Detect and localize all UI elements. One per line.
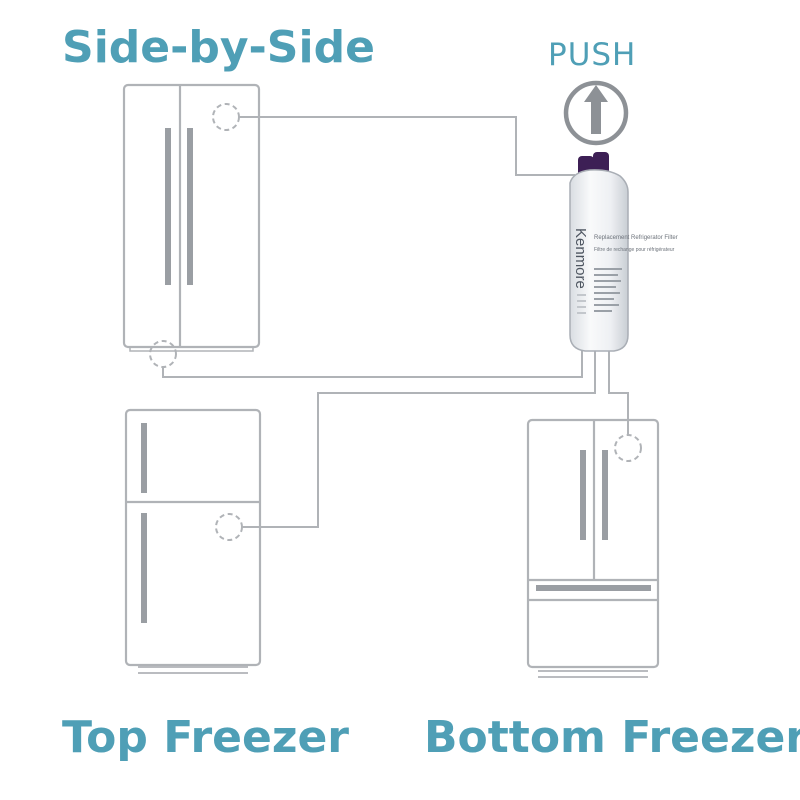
freezer-door-handle bbox=[165, 128, 171, 285]
filter-text-en: Replacement Refrigerator Filter bbox=[594, 235, 678, 241]
top-freezer-fridge bbox=[124, 408, 262, 674]
side-by-side-fridge bbox=[122, 83, 261, 368]
arrow-up-circle-icon bbox=[563, 80, 629, 146]
side-by-side-title: Side-by-Side bbox=[62, 22, 375, 73]
fridge-door-handle bbox=[602, 450, 608, 540]
fridge-door-handle bbox=[580, 450, 586, 540]
fridge-door-handle bbox=[187, 128, 193, 285]
connector-lines bbox=[162, 116, 629, 528]
filter-brand: Kenmore bbox=[572, 228, 589, 289]
filter-text-fr: Filtre de rechange pour réfrigérateur bbox=[594, 247, 675, 253]
bottom-freezer-fridge bbox=[526, 418, 660, 678]
freezer-drawer-handle bbox=[536, 585, 651, 591]
filter-location-marker bbox=[614, 434, 642, 462]
water-filter-cartridge: Kenmore Replacement Refrigerator Filter … bbox=[569, 152, 678, 352]
filter-location-marker bbox=[212, 103, 240, 131]
top-freezer-title: Top Freezer bbox=[62, 712, 349, 763]
push-label: PUSH bbox=[548, 37, 637, 73]
fridge-door-handle bbox=[141, 513, 147, 623]
filter-location-marker bbox=[215, 513, 243, 541]
filter-location-marker bbox=[149, 340, 177, 368]
bottom-freezer-title: Bottom Freezer bbox=[424, 712, 800, 763]
freezer-door-handle bbox=[141, 423, 147, 493]
